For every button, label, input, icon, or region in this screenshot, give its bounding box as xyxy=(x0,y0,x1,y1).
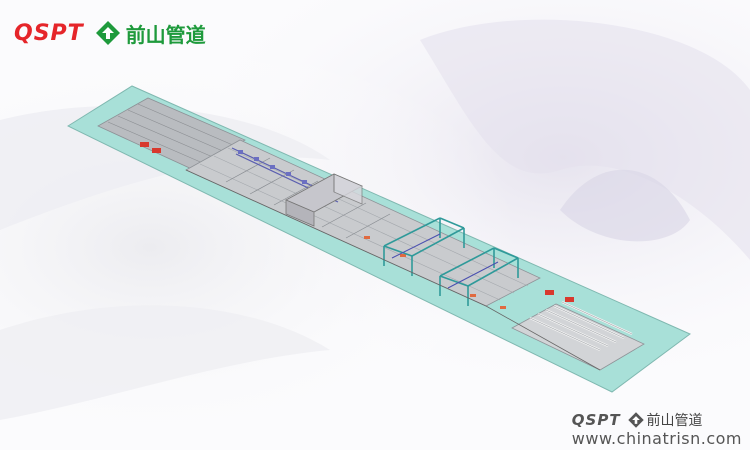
gantry-crane-1 xyxy=(383,217,465,276)
gantry-crane-2 xyxy=(439,247,519,306)
brand-logo: QSPT 前山管道 xyxy=(14,18,206,48)
brand-mark-icon xyxy=(95,21,120,45)
left-track-bed xyxy=(97,97,246,171)
brand-chinese: 前山管道 xyxy=(125,22,206,47)
brand-latin: QSPT xyxy=(14,20,84,46)
enclosure-box xyxy=(285,173,363,227)
watermark-url: www.chinatrisn.com xyxy=(571,429,742,448)
watermark-mark-icon xyxy=(627,412,644,428)
watermark: QSPT 前山管道 www.chinatrisn.com xyxy=(572,410,742,448)
watermark-latin: QSPT xyxy=(571,411,621,429)
watermark-chinese: 前山管道 xyxy=(646,413,703,429)
process-floor xyxy=(185,139,541,307)
coil-section xyxy=(511,303,645,371)
